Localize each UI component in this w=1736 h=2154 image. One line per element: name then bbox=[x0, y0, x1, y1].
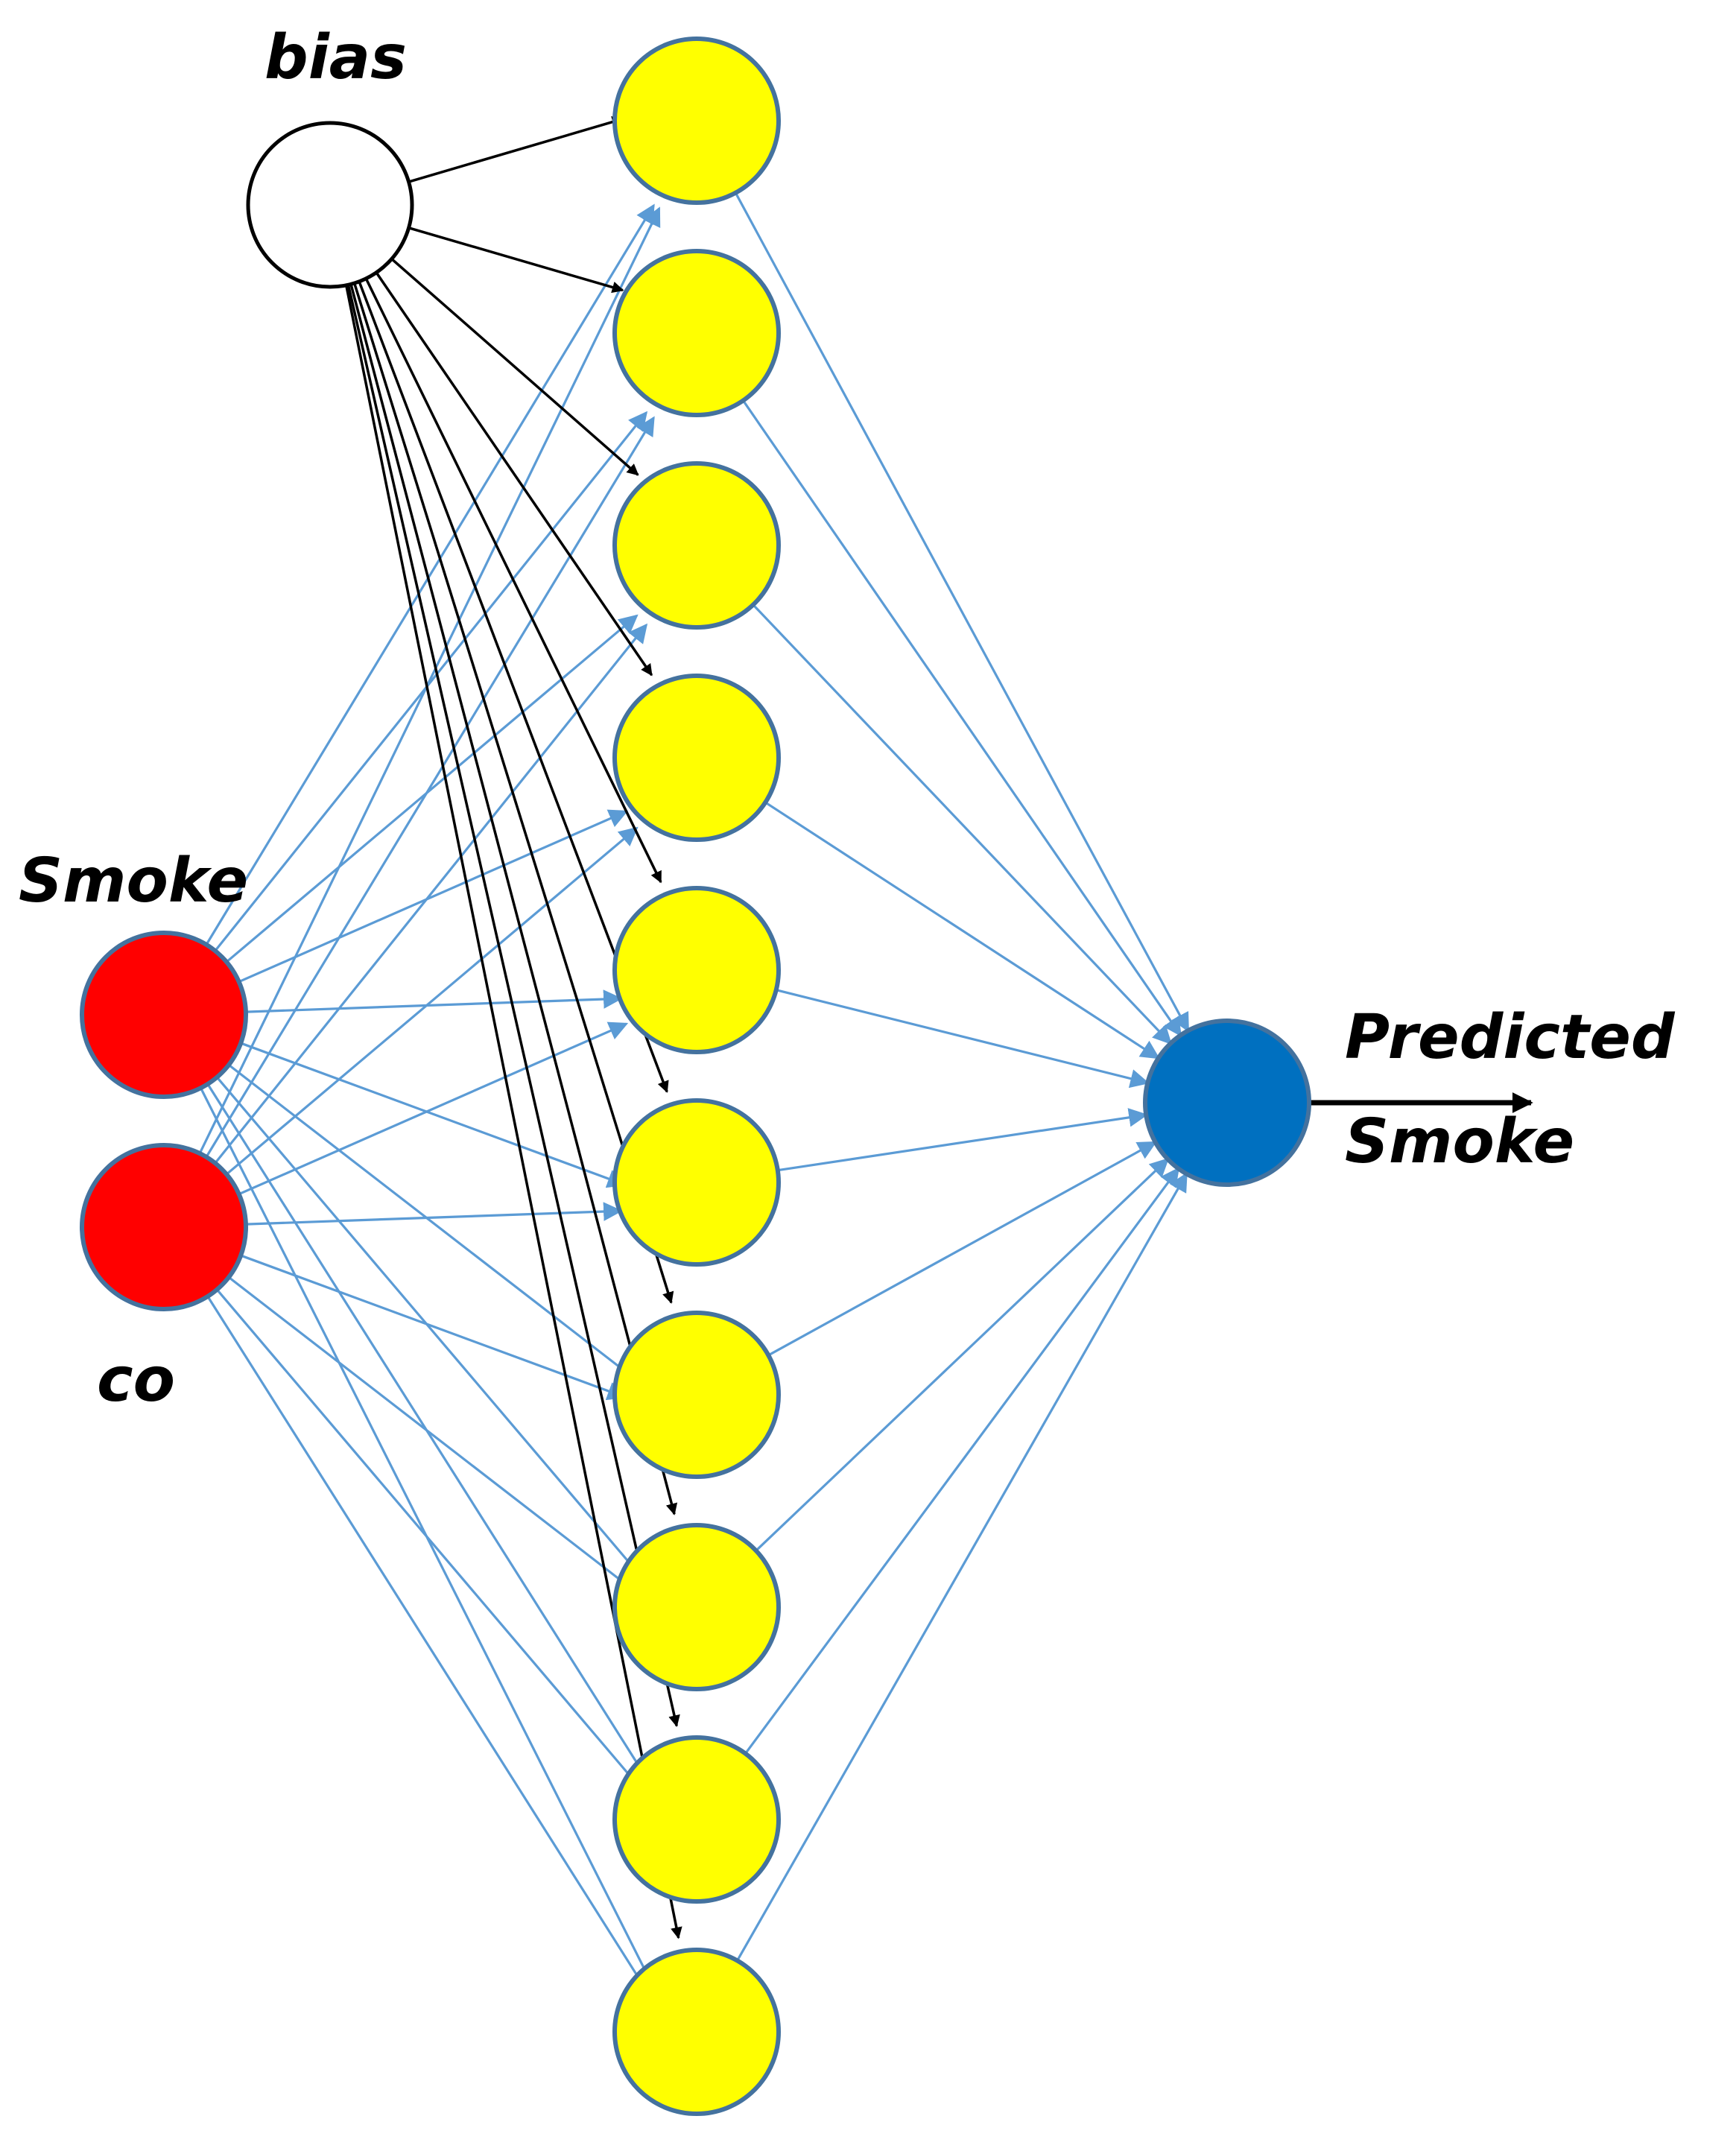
weight-line-hidden-2-output bbox=[742, 399, 1182, 1037]
weight-line-input-1-hidden-3 bbox=[226, 614, 639, 963]
bias-line-hidden-10 bbox=[344, 285, 682, 1939]
bias-line-hidden-1 bbox=[408, 116, 624, 183]
weight-line-input-1-hidden-8 bbox=[215, 1076, 647, 1583]
weight-line-hidden-8-output bbox=[755, 1158, 1170, 1552]
hidden-node-8 bbox=[612, 1523, 781, 1691]
smoke-input-label: Smoke bbox=[19, 846, 248, 916]
bias-line-hidden-2 bbox=[408, 227, 624, 294]
output-node bbox=[1143, 1019, 1311, 1187]
bias-line-hidden-9 bbox=[346, 284, 680, 1727]
weight-line-input-1-hidden-6 bbox=[240, 1042, 627, 1188]
weight-line-input-1-hidden-10 bbox=[200, 1087, 660, 1999]
weight-line-input-2-hidden-7 bbox=[240, 1254, 627, 1401]
input-to-hidden-connections bbox=[198, 203, 661, 2002]
hidden-node-6 bbox=[612, 1098, 781, 1267]
weight-line-input-1-hidden-9 bbox=[206, 1083, 654, 1790]
hidden-node-10 bbox=[612, 1948, 781, 2116]
weight-line-input-2-hidden-1 bbox=[198, 206, 661, 1154]
weight-line-hidden-1-output bbox=[734, 192, 1190, 1033]
input-node-co bbox=[80, 1143, 248, 1311]
bias-line-hidden-8 bbox=[349, 283, 678, 1515]
smoke-output-label: Smoke bbox=[1345, 1106, 1574, 1177]
input-node-smoke bbox=[80, 931, 248, 1099]
weight-line-input-2-hidden-5 bbox=[238, 1021, 629, 1196]
hidden-node-7 bbox=[612, 1311, 781, 1479]
co-input-label: co bbox=[97, 1345, 175, 1416]
weight-line-input-1-hidden-5 bbox=[245, 989, 623, 1013]
hidden-node-1 bbox=[612, 37, 781, 205]
weight-line-input-2-hidden-2 bbox=[205, 416, 655, 1158]
weight-line-hidden-7-output bbox=[767, 1141, 1157, 1357]
weight-line-input-2-hidden-6 bbox=[245, 1202, 623, 1226]
weight-line-input-1-hidden-1 bbox=[205, 203, 655, 945]
hidden-node-5 bbox=[612, 886, 781, 1054]
weight-line-hidden-3-output bbox=[752, 604, 1172, 1045]
weight-line-input-2-hidden-8 bbox=[228, 1276, 637, 1593]
weight-line-input-2-hidden-10 bbox=[206, 1296, 654, 2002]
weight-line-input-2-hidden-3 bbox=[214, 623, 648, 1165]
hidden-node-2 bbox=[612, 249, 781, 417]
weight-line-hidden-10-output bbox=[736, 1172, 1188, 1962]
hidden-node-4 bbox=[612, 674, 781, 842]
hidden-node-9 bbox=[612, 1735, 781, 1904]
weight-line-input-1-hidden-2 bbox=[214, 411, 648, 952]
weight-line-hidden-9-output bbox=[744, 1167, 1180, 1755]
weight-line-hidden-5-output bbox=[776, 989, 1150, 1089]
weight-line-input-1-hidden-7 bbox=[228, 1064, 637, 1381]
bias-to-hidden-connections bbox=[344, 116, 682, 1939]
hidden-to-output-connections bbox=[734, 192, 1190, 1962]
weight-line-input-1-hidden-4 bbox=[238, 809, 629, 983]
weight-line-hidden-4-output bbox=[764, 801, 1160, 1059]
weight-line-input-2-hidden-9 bbox=[215, 1288, 647, 1795]
bias-line-hidden-4 bbox=[375, 271, 653, 677]
bias-node bbox=[246, 121, 414, 289]
bias-line-hidden-5 bbox=[364, 278, 662, 884]
hidden-node-3 bbox=[612, 461, 781, 630]
bias-label: bias bbox=[264, 22, 407, 93]
bias-line-hidden-7 bbox=[352, 282, 674, 1304]
hidden-layer bbox=[612, 37, 781, 2116]
weight-line-hidden-6-output bbox=[777, 1108, 1148, 1172]
predicted-output-label: Predicted bbox=[1345, 1002, 1676, 1073]
bias-line-hidden-3 bbox=[390, 258, 639, 476]
